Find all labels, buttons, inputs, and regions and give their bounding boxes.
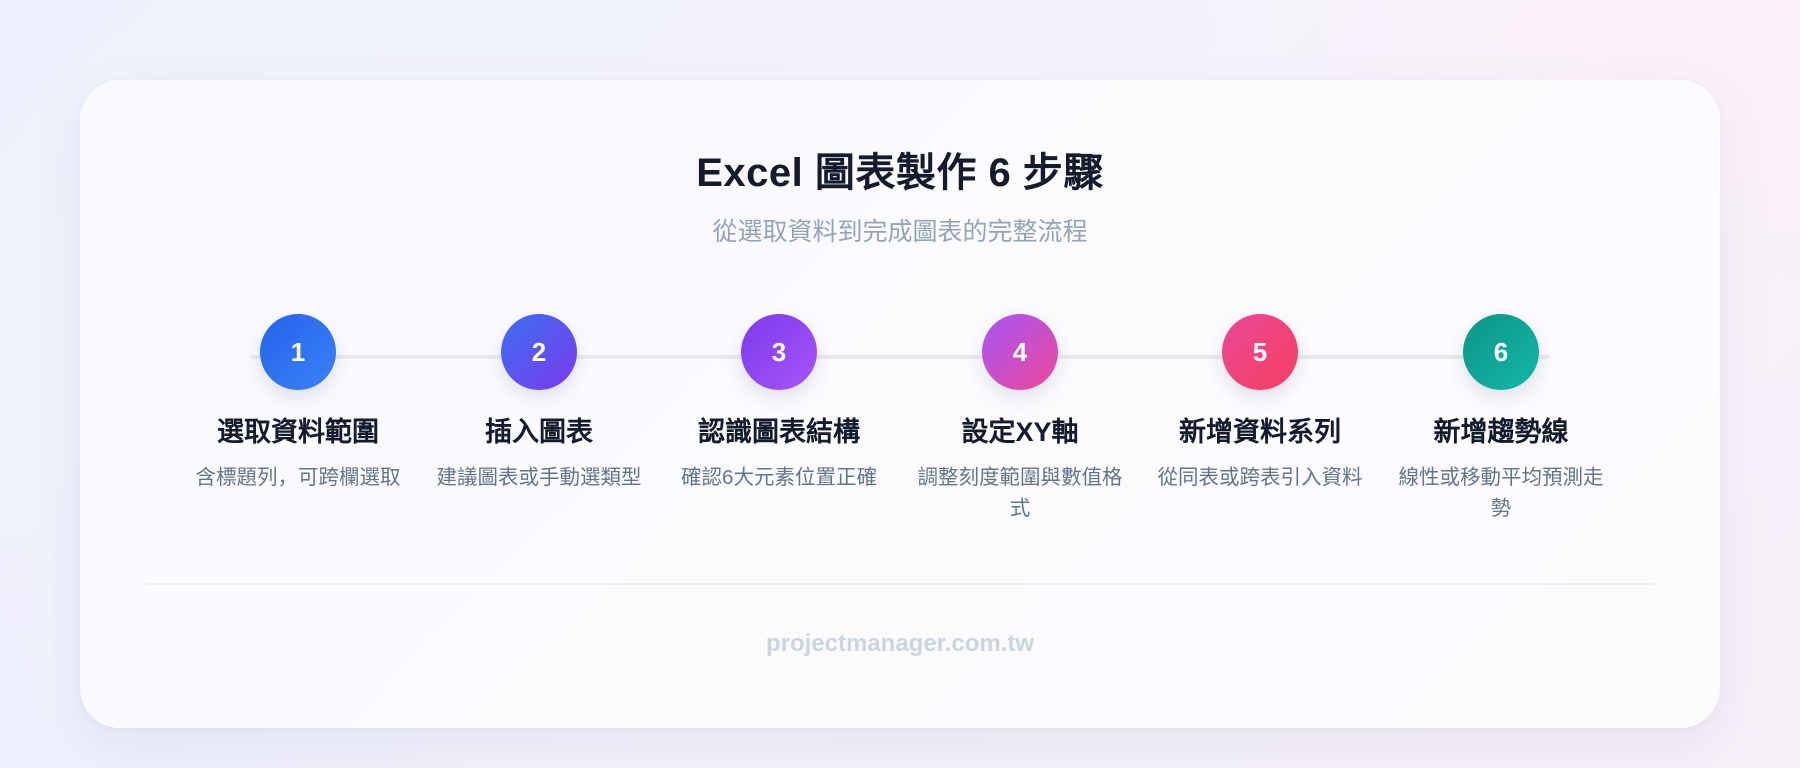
step-3: 3 認識圖表結構 確認6大元素位置正確 [663,314,895,493]
step-5: 5 新增資料系列 從同表或跨表引入資料 [1144,314,1376,493]
infographic-card [80,80,1720,728]
step-description: 從同表或跨表引入資料 [1157,466,1363,489]
footer-website: projectmanager.com.tw [765,630,1035,657]
step-number-badge: 4 [982,314,1058,390]
step-title: 認識圖表結構 [698,417,860,447]
step-title: 選取資料範圍 [217,417,379,447]
step-number-badge: 1 [260,314,336,390]
step-description: 建議圖表或手動選類型 [436,466,642,489]
step-1: 1 選取資料範圍 含標題列，可跨欄選取 [182,314,414,493]
step-number-badge: 6 [1463,314,1539,390]
step-title: 新增趨勢線 [1433,417,1569,447]
step-description: 線性或移動平均預測走勢 [1398,466,1604,520]
footer-divider [146,583,1654,585]
step-4: 4 設定XY軸 調整刻度範圍與數值格式 [904,314,1136,524]
page-subtitle: 從選取資料到完成圖表的完整流程 [712,218,1088,246]
steps-connector-line [250,355,1550,359]
step-6: 6 新增趨勢線 線性或移動平均預測走勢 [1385,314,1617,524]
step-number-badge: 2 [501,314,577,390]
step-2: 2 插入圖表 建議圖表或手動選類型 [423,314,655,493]
step-description: 確認6大元素位置正確 [681,466,877,489]
step-description: 含標題列，可跨欄選取 [195,466,401,489]
step-description: 調整刻度範圍與數值格式 [917,466,1123,520]
step-number-badge: 3 [741,314,817,390]
step-title: 新增資料系列 [1179,417,1341,447]
step-title: 插入圖表 [485,417,593,447]
page-title: Excel 圖表製作 6 步驟 [696,151,1104,195]
step-title: 設定XY軸 [961,417,1079,447]
step-number-badge: 5 [1222,314,1298,390]
